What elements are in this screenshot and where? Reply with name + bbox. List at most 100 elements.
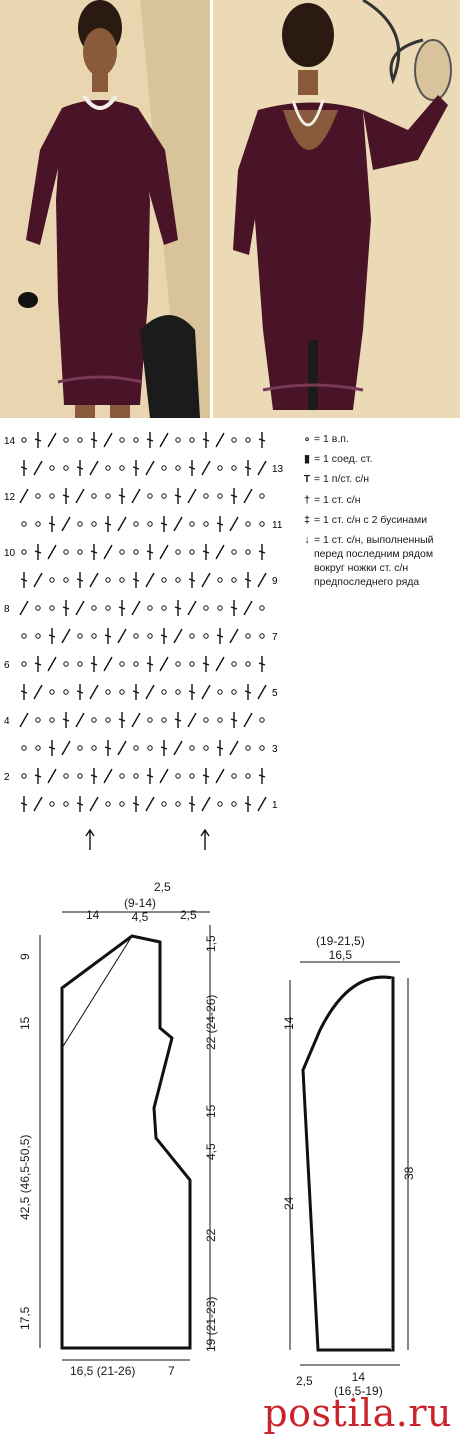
slanted-stitch-mark bbox=[47, 768, 57, 784]
slanted-stitch-mark bbox=[75, 488, 85, 504]
slanted-stitch-mark bbox=[89, 684, 99, 700]
double-crochet-bar bbox=[90, 774, 98, 778]
double-crochet-bar bbox=[118, 494, 126, 498]
schematic-drawing bbox=[39, 911, 409, 1366]
body-left-measure: 9 bbox=[18, 953, 32, 960]
chain-stitch-mark bbox=[21, 773, 27, 779]
slanted-stitch-mark bbox=[187, 600, 197, 616]
slanted-stitch-mark bbox=[173, 740, 183, 756]
chain-stitch-mark bbox=[217, 577, 223, 583]
repeat-arrow-icon bbox=[200, 828, 210, 850]
chain-stitch-mark bbox=[77, 521, 83, 527]
legend-text: = 1 ст. с/н bbox=[314, 493, 361, 506]
double-crochet-bar bbox=[20, 578, 28, 582]
chain-stitch-mark bbox=[133, 773, 139, 779]
slanted-stitch-mark bbox=[47, 656, 57, 672]
slip-stitch-icon: ▮ bbox=[304, 453, 310, 466]
chain-stitch-mark bbox=[203, 745, 209, 751]
chain-stitch-mark bbox=[245, 661, 251, 667]
slanted-stitch-mark bbox=[229, 516, 239, 532]
sleeve-left-measure: 24 bbox=[282, 1196, 296, 1210]
chain-stitch-mark bbox=[119, 801, 125, 807]
chain-stitch-mark bbox=[175, 465, 181, 471]
chain-stitch-mark bbox=[105, 801, 111, 807]
chain-stitch-mark bbox=[133, 633, 139, 639]
chain-stitch-mark bbox=[133, 549, 139, 555]
double-crochet-bar bbox=[258, 550, 266, 554]
chain-stitch-mark bbox=[189, 437, 195, 443]
double-crochet-bar bbox=[160, 522, 168, 526]
double-crochet-bar bbox=[160, 746, 168, 750]
row-number: 9 bbox=[272, 576, 278, 587]
body-right-measure: 4,5 bbox=[204, 1143, 218, 1160]
double-crochet-bar bbox=[132, 578, 140, 582]
slanted-stitch-mark bbox=[243, 600, 253, 616]
slanted-stitch-mark bbox=[103, 544, 113, 560]
chain-stitch-mark bbox=[91, 521, 97, 527]
slanted-stitch-mark bbox=[159, 768, 169, 784]
legend-text: = 1 соед. ст. bbox=[314, 453, 373, 466]
double-crochet-bar bbox=[146, 774, 154, 778]
chain-stitch-mark bbox=[77, 633, 83, 639]
chain-stitch-mark bbox=[49, 801, 55, 807]
chain-stitch-mark bbox=[77, 661, 83, 667]
double-crochet-bar bbox=[104, 634, 112, 638]
chain-stitch-mark bbox=[119, 689, 125, 695]
chain-stitch-mark bbox=[231, 465, 237, 471]
chain-stitch-mark bbox=[49, 465, 55, 471]
row-number: 6 bbox=[4, 660, 10, 671]
slanted-stitch-mark bbox=[89, 460, 99, 476]
double-crochet-bar bbox=[258, 774, 266, 778]
slanted-stitch-mark bbox=[19, 488, 29, 504]
slanted-stitch-mark bbox=[19, 600, 29, 616]
body-right-measure: 1,5 bbox=[204, 935, 218, 952]
slanted-stitch-mark bbox=[187, 712, 197, 728]
sleeve-top-width: (19-21,5) 16,5 bbox=[316, 934, 365, 962]
double-crochet-bar bbox=[48, 634, 56, 638]
chain-stitch-mark bbox=[245, 633, 251, 639]
body-right-measure: 19 (21-23) bbox=[204, 1296, 218, 1352]
slanted-stitch-mark bbox=[215, 432, 225, 448]
body-pattern-outline bbox=[39, 911, 211, 1361]
double-crochet-bar bbox=[202, 662, 210, 666]
slanted-stitch-mark bbox=[159, 544, 169, 560]
chain-stitch-mark bbox=[189, 773, 195, 779]
chain-stitch-mark bbox=[35, 633, 41, 639]
chain-stitch-mark bbox=[231, 801, 237, 807]
chain-stitch-mark bbox=[189, 549, 195, 555]
slanted-stitch-mark bbox=[173, 516, 183, 532]
slanted-stitch-mark bbox=[215, 768, 225, 784]
chain-stitch-mark bbox=[203, 717, 209, 723]
chain-stitch-mark bbox=[133, 521, 139, 527]
chain-stitch-mark bbox=[217, 717, 223, 723]
body-right-measure: 22 bbox=[204, 1228, 218, 1242]
double-crochet-bar bbox=[188, 578, 196, 582]
chain-stitch-mark bbox=[245, 521, 251, 527]
legend-text: = 1 ст. с/н с 2 бусинами bbox=[314, 513, 428, 526]
body-bottom-width: 16,5 (21-26) bbox=[70, 1364, 136, 1378]
chain-stitch-mark bbox=[35, 605, 41, 611]
double-crochet-bar bbox=[118, 718, 126, 722]
row-number: 2 bbox=[4, 772, 10, 783]
double-crochet-bar bbox=[118, 606, 126, 610]
chain-stitch-mark bbox=[105, 493, 111, 499]
legend-text: = 1 в.п. bbox=[314, 433, 349, 445]
double-crochet-bar bbox=[34, 774, 42, 778]
row-number: 11 bbox=[272, 520, 283, 531]
post-stitch-icon: ↓ bbox=[304, 533, 310, 546]
body-bottom-right: 7 bbox=[168, 1364, 175, 1378]
chain-stitch-mark bbox=[119, 773, 125, 779]
chain-stitch-mark bbox=[91, 745, 97, 751]
slanted-stitch-mark bbox=[33, 572, 43, 588]
double-crochet-bar bbox=[62, 606, 70, 610]
chain-stitch-mark bbox=[217, 465, 223, 471]
double-crochet-bar bbox=[76, 466, 84, 470]
chain-stitch-mark bbox=[147, 521, 153, 527]
sleeve-pattern-outline bbox=[289, 961, 409, 1366]
slanted-stitch-mark bbox=[243, 712, 253, 728]
chain-stitch-mark bbox=[63, 549, 69, 555]
double-crochet-bar bbox=[244, 690, 252, 694]
slanted-stitch-mark bbox=[201, 572, 211, 588]
slanted-stitch-mark bbox=[33, 460, 43, 476]
chain-stitch-mark bbox=[245, 745, 251, 751]
